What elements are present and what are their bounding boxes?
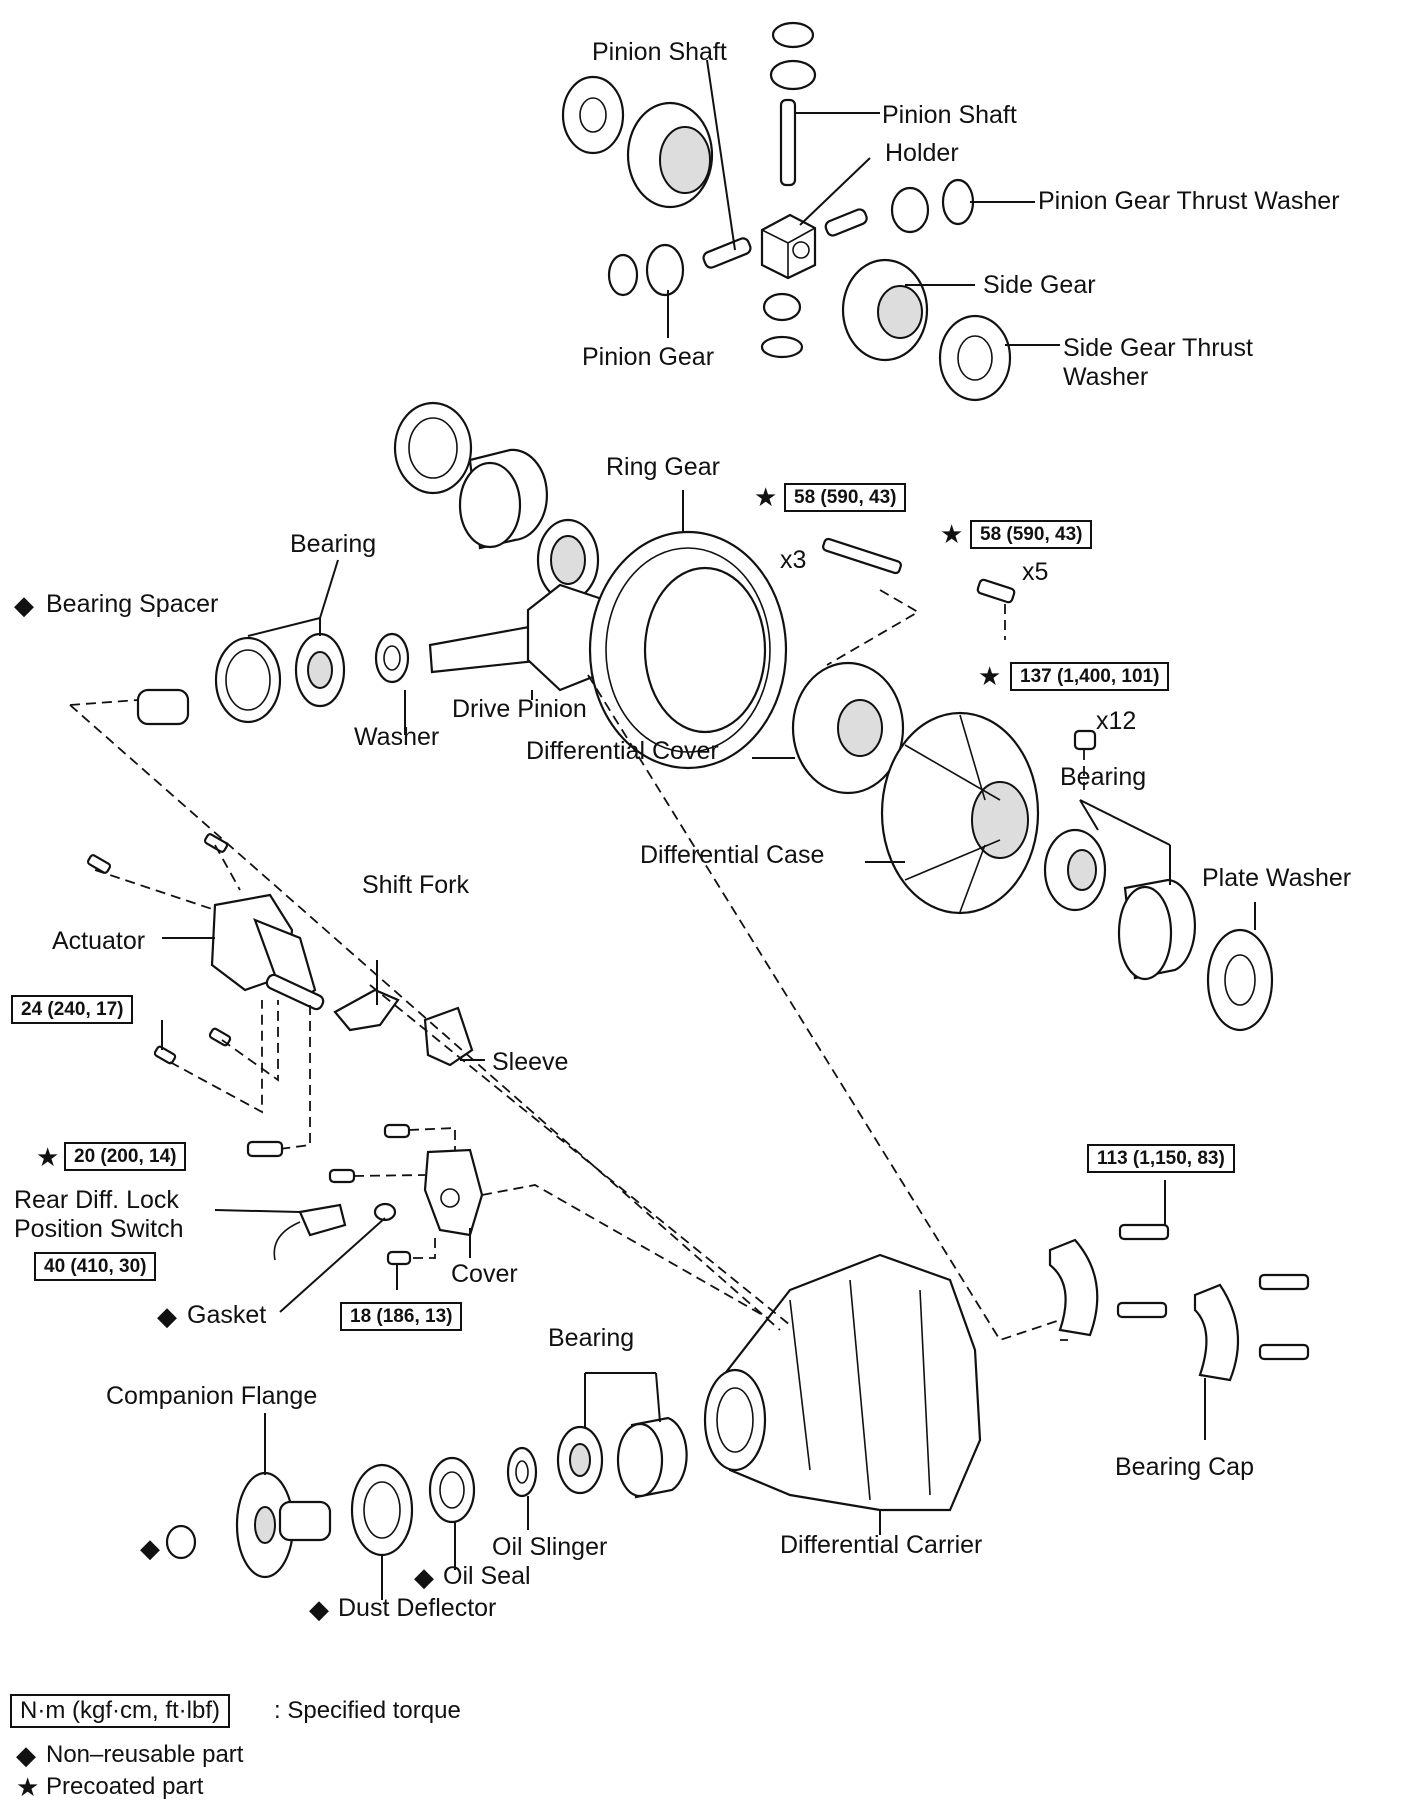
label-shift-fork: Shift Fork	[362, 871, 469, 899]
torque-shift-fork-bolt: 20 (200, 14)	[64, 1142, 187, 1171]
label-differential-cover: Differential Cover	[526, 737, 719, 765]
label-holder: Holder	[885, 139, 959, 167]
qty-x5: x5	[1022, 558, 1049, 586]
label-washer: Washer	[354, 723, 440, 751]
label-bearing-top: Bearing	[290, 530, 377, 558]
label-oil-slinger: Oil Slinger	[492, 1533, 608, 1561]
legend-precoated: Precoated part	[46, 1773, 204, 1800]
label-side-gear-thrust-washer: Side Gear Thrust Washer	[1063, 334, 1253, 391]
label-bearing-cap: Bearing Cap	[1115, 1453, 1254, 1481]
legend-star: ★	[16, 1772, 40, 1802]
torque-ring-gear-bolt-a: 58 (590, 43)	[784, 483, 907, 512]
label-pinion-gear: Pinion Gear	[582, 343, 715, 371]
label-companion-flange: Companion Flange	[106, 1382, 318, 1410]
label-bearing-right: Bearing	[1060, 763, 1147, 791]
torque-case-bolt: 137 (1,400, 101)	[1010, 662, 1170, 691]
legend-torque-text: : Specified torque	[274, 1697, 461, 1724]
bearing-caps	[1048, 1223, 1310, 1382]
differential-case	[880, 711, 1040, 915]
star-case-bolt: ★	[978, 661, 1002, 691]
label-plate-washer: Plate Washer	[1202, 864, 1352, 892]
legend-non-reusable: Non–reusable part	[46, 1741, 244, 1768]
label-bearing-bottom: Bearing	[548, 1324, 635, 1352]
torque-ring-gear-bolt-b: 58 (590, 43)	[970, 520, 1093, 549]
label-pinion-shaft-top: Pinion Shaft	[592, 38, 727, 66]
label-sleeve: Sleeve	[492, 1048, 569, 1076]
label-oil-seal: Oil Seal	[443, 1562, 531, 1590]
label-actuator: Actuator	[52, 927, 146, 955]
companion-flange-group	[165, 1416, 688, 1579]
torque-cover-bolt: 18 (186, 13)	[340, 1302, 463, 1331]
label-side-gear: Side Gear	[983, 271, 1096, 299]
label-rear-diff-lock-switch: Rear Diff. Lock Position Switch	[14, 1186, 184, 1243]
ring-gear-bolts	[822, 537, 1097, 751]
ring-gear	[588, 530, 788, 770]
label-dust-deflector: Dust Deflector	[338, 1594, 497, 1622]
pinion-gear-set	[561, 21, 1012, 402]
star-ring-gear-bolt-a: ★	[754, 482, 778, 512]
legend-diamond: ◆	[16, 1740, 36, 1770]
diamond-bearing-spacer: ◆	[14, 590, 34, 620]
legend-torque-box: N·m (kgf·cm, ft·lbf)	[10, 1694, 230, 1728]
star-shift-fork-bolt: ★	[36, 1142, 60, 1172]
torque-switch: 40 (410, 30)	[34, 1252, 157, 1281]
label-differential-case: Differential Case	[640, 841, 825, 869]
cover-group	[246, 1123, 484, 1266]
torque-bearing-cap-bolt: 113 (1,150, 83)	[1087, 1144, 1235, 1173]
diamond-gasket: ◆	[157, 1301, 177, 1331]
actuator-group	[86, 833, 474, 1067]
differential-cover	[791, 661, 905, 795]
label-pinion-gear-thrust-washer: Pinion Gear Thrust Washer	[1038, 187, 1340, 215]
qty-x3: x3	[780, 546, 807, 574]
side-bearing-group	[1043, 828, 1274, 1032]
torque-actuator-bolt: 24 (240, 17)	[11, 995, 134, 1024]
differential-carrier	[703, 1253, 982, 1512]
label-ring-gear: Ring Gear	[606, 453, 720, 481]
diamond-nut: ◆	[140, 1533, 160, 1563]
drive-pinion-group	[136, 401, 612, 726]
diamond-oil-seal: ◆	[414, 1562, 434, 1592]
diamond-dust-deflector: ◆	[309, 1594, 329, 1624]
label-bearing-spacer: Bearing Spacer	[46, 590, 219, 618]
label-cover: Cover	[451, 1260, 518, 1288]
label-differential-carrier: Differential Carrier	[780, 1531, 983, 1559]
star-ring-gear-bolt-b: ★	[940, 519, 964, 549]
label-gasket: Gasket	[187, 1301, 267, 1329]
qty-x12: x12	[1096, 707, 1137, 735]
label-drive-pinion: Drive Pinion	[452, 695, 587, 723]
label-pinion-shaft-right: Pinion Shaft	[882, 101, 1017, 129]
